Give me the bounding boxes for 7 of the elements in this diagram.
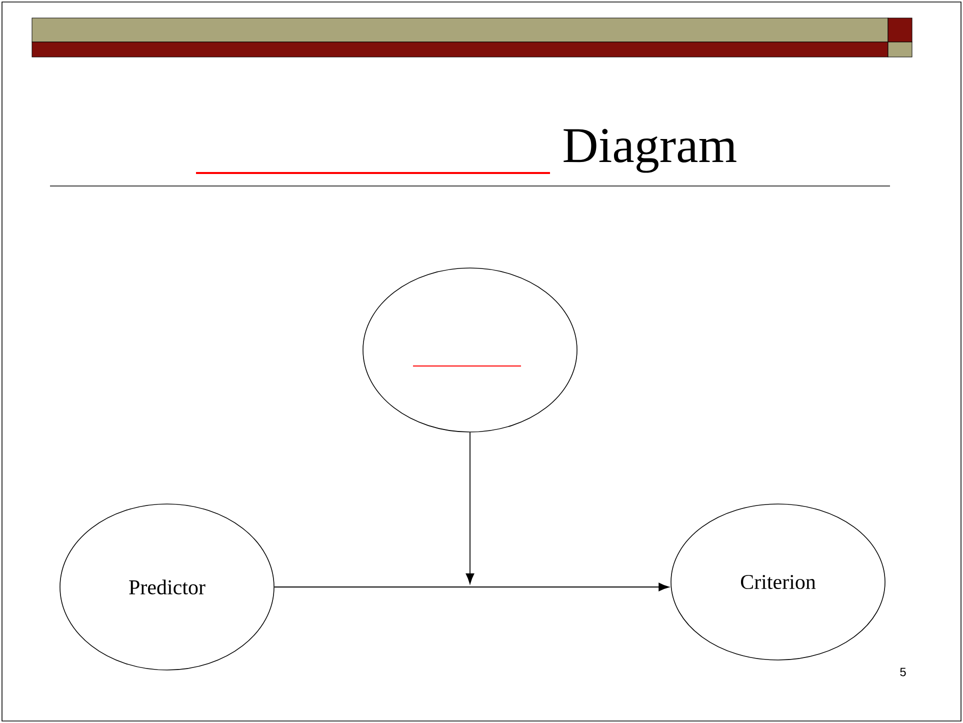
ellipse-node: Predictor [60, 504, 274, 670]
ellipse-node: Criterion [670, 504, 886, 660]
arrow [466, 432, 474, 584]
blank-ellipse [362, 268, 578, 432]
page-number: 5 [900, 668, 906, 676]
arrow [274, 582, 670, 592]
slide-title: Diagram [564, 128, 736, 173]
